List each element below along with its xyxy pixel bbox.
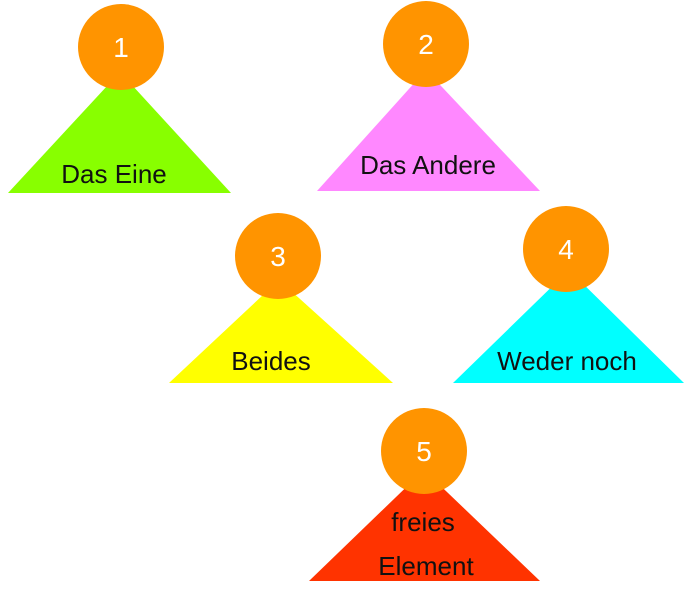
badge-1: [78, 4, 164, 90]
item-2: Das Andere 2: [317, 1, 540, 191]
triangle-5: [309, 470, 540, 581]
triangle-1: [8, 72, 231, 193]
badge-3: [235, 213, 321, 299]
badge-4-number: 4: [558, 234, 574, 265]
label-1-line-1: Das Eine: [61, 159, 167, 189]
triangle-4: [453, 270, 684, 383]
badge-1-number: 1: [113, 32, 129, 63]
triangle-3: [169, 280, 393, 383]
item-3: Beides 3: [169, 213, 393, 383]
label-3-line-1: Beides: [231, 346, 311, 376]
badge-5-number: 5: [416, 436, 432, 467]
badge-5: [381, 408, 467, 494]
label-2-line-1: Das Andere: [360, 150, 496, 180]
triangle-2: [317, 70, 540, 191]
item-5: freies Element 5: [309, 408, 540, 581]
item-1: Das Eine 1: [8, 4, 231, 193]
badge-3-number: 3: [270, 241, 286, 272]
label-5-line-1: freies: [391, 507, 455, 537]
label-5-line-2: Element: [378, 551, 474, 581]
badge-2: [383, 1, 469, 87]
badge-2-number: 2: [418, 29, 434, 60]
badge-4: [523, 206, 609, 292]
item-4: Weder noch 4: [453, 206, 684, 383]
label-4-line-1: Weder noch: [497, 346, 637, 376]
